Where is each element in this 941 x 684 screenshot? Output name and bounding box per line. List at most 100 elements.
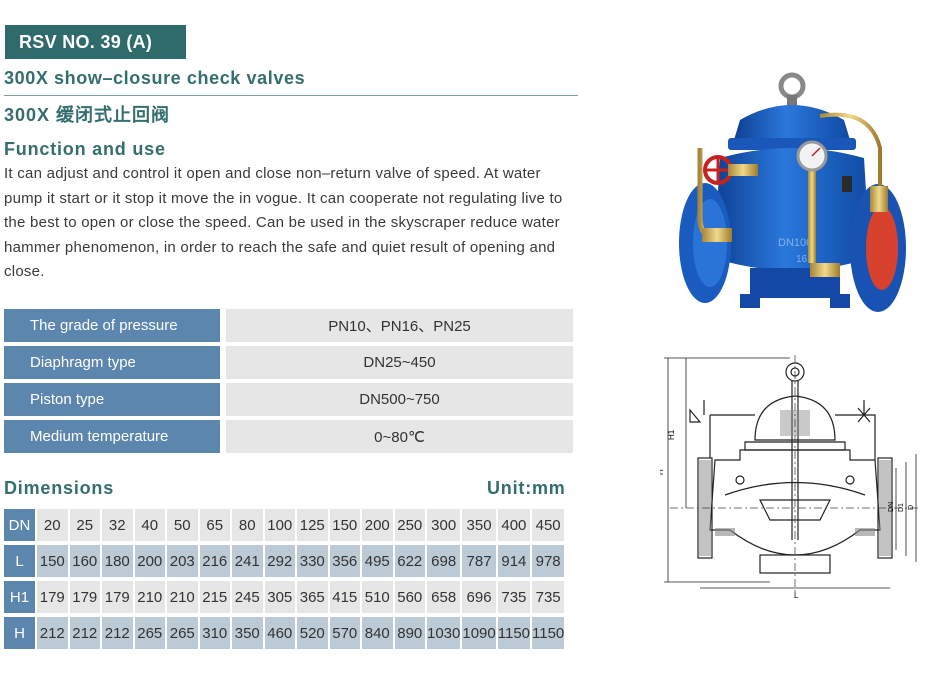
dimensions-cell: 570 — [329, 617, 360, 649]
dimensions-cell: 1030 — [427, 617, 461, 649]
dimensions-cell: 40 — [134, 509, 165, 541]
dimensions-cell: 365 — [297, 581, 328, 613]
dimensions-cell: 20 — [37, 509, 68, 541]
dimensions-cell: 32 — [102, 509, 133, 541]
spec-value: PN10、PN16、PN25 — [226, 309, 573, 342]
dimensions-cell: 890 — [394, 617, 425, 649]
dimensions-cell: 787 — [462, 545, 496, 577]
dimensions-cell: 658 — [427, 581, 461, 613]
valve-technical-drawing: H1 H L DN D1 D — [660, 355, 920, 600]
dimensions-cell: 210 — [134, 581, 165, 613]
dimensions-row-label: DN — [4, 509, 35, 541]
dimensions-cell: 696 — [462, 581, 496, 613]
dim-label-h: H — [660, 469, 665, 475]
dimensions-cell: 520 — [297, 617, 328, 649]
dimensions-cell: 160 — [69, 545, 100, 577]
dimensions-cell: 735 — [497, 581, 531, 613]
dimensions-cell: 200 — [362, 509, 393, 541]
dimensions-cell: 215 — [199, 581, 230, 613]
casting-text: DN100 — [778, 237, 812, 249]
dimensions-cell: 840 — [362, 617, 393, 649]
dimensions-unit: Unit:mm — [487, 478, 566, 498]
dimensions-cell: 100 — [264, 509, 295, 541]
spec-value: DN500~750 — [226, 383, 573, 416]
dimensions-cell: 292 — [264, 545, 295, 577]
dimensions-cell: 495 — [362, 545, 393, 577]
spec-row: Diaphragm type DN25~450 — [4, 346, 573, 379]
dimensions-cell: 250 — [394, 509, 425, 541]
dimensions-cell: 698 — [427, 545, 461, 577]
dim-label-d1: D1 — [898, 503, 905, 512]
spec-row: Medium temperature 0~80℃ — [4, 420, 573, 453]
model-badge: RSV NO. 39 (A) — [5, 25, 186, 59]
dimensions-cell: 1150 — [532, 617, 565, 649]
title-divider — [4, 95, 578, 96]
dimensions-cell: 180 — [102, 545, 133, 577]
spec-label: Medium temperature — [4, 420, 226, 453]
dimensions-cell: 241 — [232, 545, 263, 577]
dim-label-dn: DN — [888, 502, 895, 512]
dimensions-cell: 350 — [232, 617, 263, 649]
dimensions-cell: 622 — [394, 545, 425, 577]
product-title-en: 300X show–closure check valves — [4, 68, 306, 88]
dimensions-cell: 305 — [264, 581, 295, 613]
dimensions-cell: 1150 — [497, 617, 531, 649]
dimensions-cell: 330 — [297, 545, 328, 577]
spec-label: The grade of pressure — [4, 309, 226, 342]
dimensions-heading: Dimensions — [4, 478, 115, 498]
dimensions-cell: 1090 — [462, 617, 496, 649]
dimensions-cell: 150 — [37, 545, 68, 577]
dimensions-cell: 460 — [264, 617, 295, 649]
dimensions-row-label: L — [4, 545, 35, 577]
dimensions-row-label: H — [4, 617, 35, 649]
spec-value: 0~80℃ — [226, 420, 573, 453]
product-title-cn: 300X 缓闭式止回阀 — [4, 105, 171, 125]
spec-label: Piston type — [4, 383, 226, 416]
dimensions-cell: 265 — [167, 617, 198, 649]
dimensions-cell: 265 — [134, 617, 165, 649]
dimensions-cell: 212 — [37, 617, 68, 649]
dim-label-l: L — [794, 591, 799, 600]
valve-photo: DN100 16 — [679, 72, 906, 312]
dimensions-cell: 65 — [199, 509, 230, 541]
dimensions-cell: 179 — [102, 581, 133, 613]
dim-label-h1: H1 — [667, 429, 676, 440]
dimensions-cell: 300 — [427, 509, 461, 541]
lifting-eye-icon — [778, 72, 806, 100]
spec-table: The grade of pressure PN10、PN16、PN25 Dia… — [4, 305, 573, 457]
dimensions-cell: 310 — [199, 617, 230, 649]
dimensions-cell: 179 — [69, 581, 100, 613]
spec-value: DN25~450 — [226, 346, 573, 379]
function-text: It can adjust and control it open and cl… — [4, 165, 563, 280]
dimensions-row-label: H1 — [4, 581, 35, 613]
dim-label-d: D — [908, 505, 915, 510]
dimensions-cell: 245 — [232, 581, 263, 613]
dimensions-cell: 200 — [134, 545, 165, 577]
dimensions-cell: 400 — [497, 509, 531, 541]
casting-text: 16 — [796, 254, 808, 265]
valve-cover — [734, 105, 850, 140]
dimensions-cell: 735 — [532, 581, 565, 613]
dimensions-cell: 415 — [329, 581, 360, 613]
dimensions-cell: 914 — [497, 545, 531, 577]
dimensions-cell: 350 — [462, 509, 496, 541]
flange-bore — [866, 206, 898, 290]
spec-label: Diaphragm type — [4, 346, 226, 379]
dimensions-cell: 212 — [69, 617, 100, 649]
dimensions-cell: 450 — [532, 509, 565, 541]
dimensions-cell: 25 — [69, 509, 100, 541]
dimensions-cell: 560 — [394, 581, 425, 613]
dimensions-cell: 510 — [362, 581, 393, 613]
dimensions-cell: 179 — [37, 581, 68, 613]
dimensions-cell: 216 — [199, 545, 230, 577]
dimensions-cell: 150 — [329, 509, 360, 541]
spec-row: Piston type DN500~750 — [4, 383, 573, 416]
dimensions-cell: 212 — [102, 617, 133, 649]
dimensions-cell: 125 — [297, 509, 328, 541]
dimensions-cell: 978 — [532, 545, 565, 577]
